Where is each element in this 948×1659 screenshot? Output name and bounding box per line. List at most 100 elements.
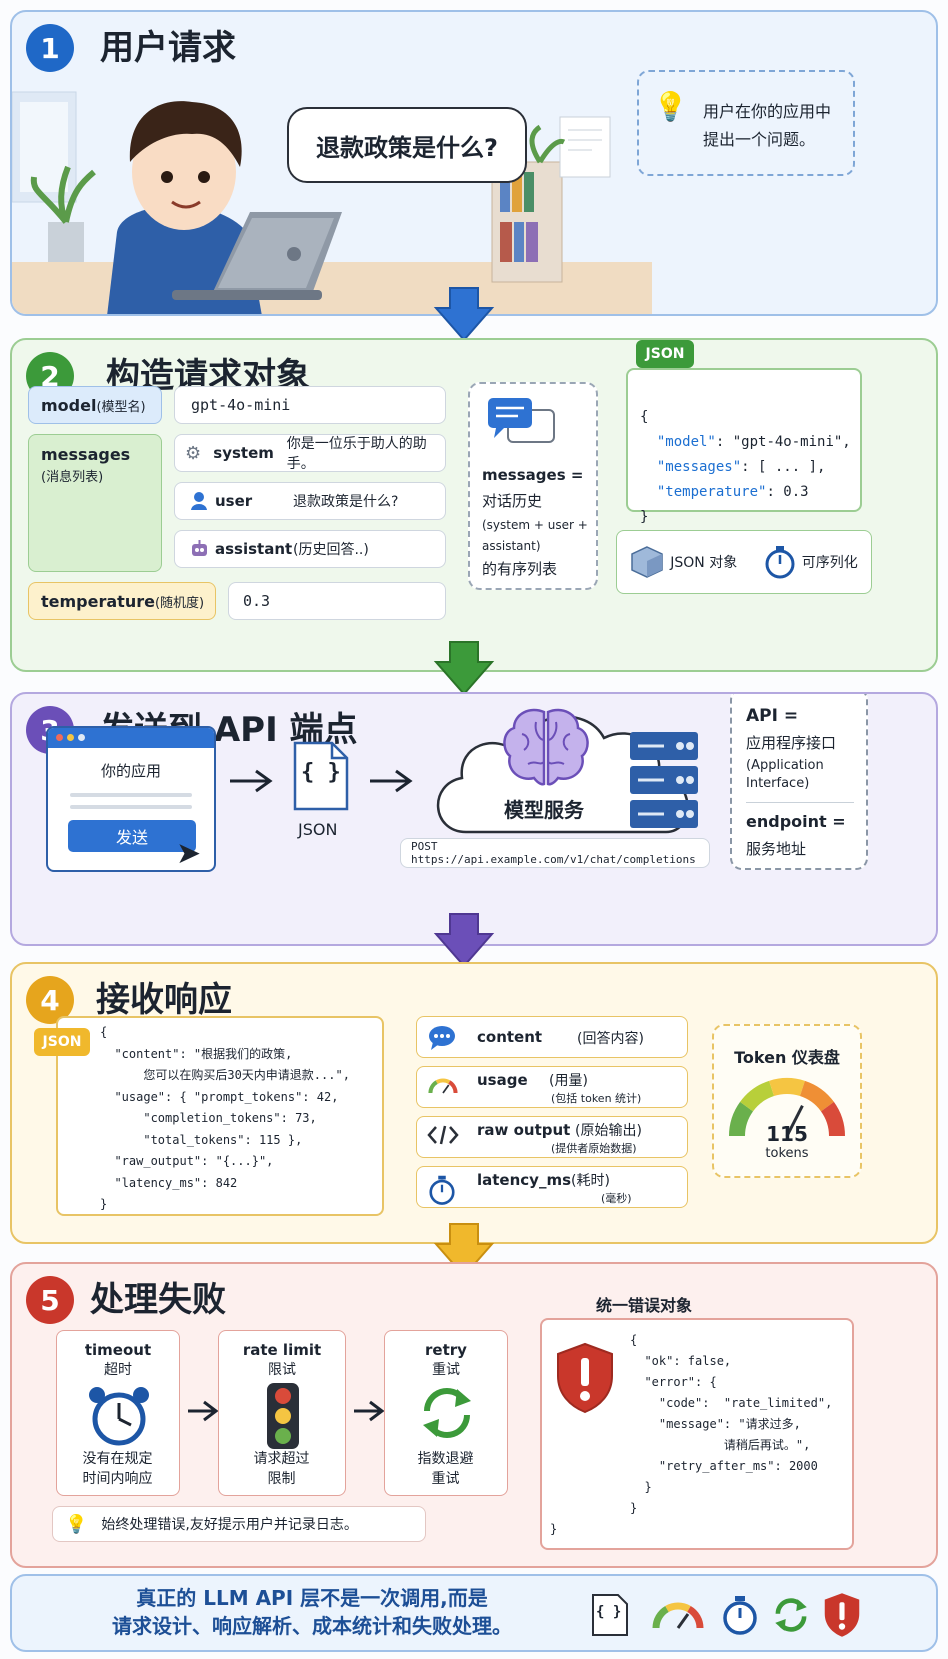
model-value: gpt-4o-mini (174, 386, 446, 424)
right-arrow-icon (354, 1400, 385, 1422)
code-line: "message": "请求过多, (630, 1417, 801, 1431)
lightbulb-icon: 💡 (653, 90, 688, 123)
down-arrow-icon (433, 287, 495, 342)
model-label: model(模型名) (28, 386, 162, 424)
card-retry: retry 重试 指数退避重试 (384, 1330, 508, 1496)
speech-bubble: 退款政策是什么? (287, 107, 527, 183)
json-file-icon (293, 741, 349, 811)
field-latency: latency_ms(耗时)(毫秒) (416, 1166, 688, 1208)
step-number: 4 (26, 976, 74, 1024)
code-line: { (100, 1025, 108, 1039)
error-object-code: { "ok": false, "error": { "code": "rate_… (540, 1318, 854, 1550)
section-send-api: 3 发送到 API 端点 你的应用 发送 ➤ { } JSON 模型服务 POS… (10, 692, 938, 946)
code-line: } (630, 1501, 638, 1515)
field-raw-output: raw output(原始输出) (提供者原始数据) (416, 1116, 688, 1158)
dashboard-unit: tokens (765, 1146, 809, 1161)
field-desc: (耗时) (571, 1173, 610, 1189)
gauge-segment (729, 1101, 754, 1137)
json-request-code: { "model": "gpt-4o-mini", "messages": [ … (626, 368, 862, 525)
tip-bar: 💡 始终处理错误,友好提示用户并记录日志。 (52, 1506, 426, 1542)
summary-text: 真正的 LLM API 层不是一次调用,而是请求设计、响应解析、成本统计和失败处… (112, 1586, 512, 1638)
messages-note: messages = 对话历史 (system + user + assista… (468, 382, 598, 590)
code-line: "raw_output": "{...}", (100, 1154, 274, 1168)
card-timeout: timeout 超时 没有在规定时间内响应 (56, 1330, 180, 1496)
code-line: } (630, 1480, 652, 1494)
code-line: { (630, 1333, 638, 1347)
card-rate-limit: rate limit 限试 请求超过限制 (218, 1330, 346, 1496)
gauge-icon (652, 1602, 704, 1629)
code-line: "ok": false, (630, 1354, 732, 1368)
summary-footer: 真正的 LLM API 层不是一次调用,而是请求设计、响应解析、成本统计和失败处… (10, 1574, 938, 1652)
stopwatch-icon (427, 1174, 457, 1210)
code-line: "latency_ms": 842 (100, 1175, 238, 1190)
send-button[interactable]: 发送 (68, 820, 196, 852)
gauge-icon (427, 1074, 459, 1100)
api-note: API = 应用程序接口 (Application Interface) end… (730, 694, 868, 870)
right-arrow-icon (230, 769, 273, 793)
retry-icon (775, 1598, 807, 1632)
code-line: "code": "rate_limited", (630, 1396, 833, 1410)
code-line: "usage": { "prompt_tokens": 42, (100, 1089, 339, 1104)
code-line: } (100, 1197, 108, 1211)
json-label: JSON (298, 820, 338, 839)
shield-alert-icon (824, 1593, 860, 1637)
lightbulb-icon: 💡 (65, 1513, 88, 1535)
down-arrow-icon (433, 913, 495, 968)
field-name: raw output (477, 1121, 571, 1139)
section-title: 用户请求 (100, 28, 236, 68)
section-build-request: 2 构造请求对象 model(模型名) gpt-4o-mini messages… (10, 338, 938, 672)
traffic-light-icon (267, 1383, 299, 1449)
code-line: 请稍后再试。", (630, 1438, 811, 1452)
temperature-label: temperature(随机度) (28, 582, 216, 620)
json-tag: JSON (636, 340, 694, 368)
step-number: 1 (26, 24, 74, 72)
cursor-icon: ➤ (176, 836, 202, 871)
section-handle-failure: 5 处理失败 timeout 超时 没有在规定时间内响应 rate limit … (10, 1262, 938, 1568)
field-desc: (用量) (549, 1073, 588, 1089)
field-desc: (原始输出) (575, 1123, 642, 1139)
error-object-title: 统一错误对象 (596, 1296, 693, 1315)
down-arrow-icon (433, 641, 495, 696)
field-sub: (提供者原始数据) (551, 1142, 637, 1155)
tip-text: 用户在你的应用中提出一个问题。 (703, 102, 832, 149)
gear-icon: ⚙ (185, 442, 202, 464)
token-dashboard: Token 仪表盘 115 tokens (712, 1024, 862, 1178)
section-receive-response: 4 接收响应 JSON { "content": "根据我们的政策, 您可以在购… (10, 962, 938, 1244)
dashboard-value: 115 (766, 1122, 808, 1146)
field-sub: (包括 token 统计) (551, 1092, 642, 1105)
service-label: 模型服务 (504, 798, 584, 822)
cube-icon (631, 546, 663, 578)
brain-icon (503, 708, 589, 786)
code-line: "completion_tokens": 73, (100, 1111, 317, 1125)
user-icon (191, 492, 207, 510)
field-name: usage (477, 1071, 528, 1089)
json-brace: { } (301, 760, 341, 785)
json-tag: JSON (34, 1028, 90, 1056)
message-system: ⚙ system 你是一位乐于助人的助手。 (174, 434, 446, 472)
field-desc: (回答内容) (577, 1031, 644, 1047)
gauge-segment (820, 1101, 845, 1137)
field-usage: usage (用量) (包括 token 统计) (416, 1066, 688, 1108)
code-line: "retry_after_ms": 2000 (630, 1459, 818, 1473)
dashboard-title: Token 仪表盘 (734, 1048, 840, 1067)
code-line: "total_tokens": 115 }, (100, 1132, 303, 1147)
alarm-clock-icon (89, 1387, 149, 1446)
json-badges: JSON 对象 可序列化 (616, 530, 872, 594)
right-arrow-icon (188, 1400, 219, 1422)
messages-label: messages (消息列表) (28, 434, 162, 572)
code-line: "content": "根据我们的政策, (100, 1046, 293, 1061)
gauge-needle (785, 1105, 804, 1137)
shield-alert-icon (557, 1342, 613, 1414)
json-file-icon (592, 1594, 628, 1636)
field-content: content(回答内容) (416, 1016, 688, 1058)
code-icon (427, 1124, 459, 1150)
server-stack-icon (630, 732, 698, 828)
section-title: 接收响应 (96, 980, 232, 1020)
endpoint-url: POST https://api.example.com/v1/chat/com… (400, 838, 710, 868)
down-arrow-icon (433, 1223, 495, 1278)
code-line: 您可以在购买后30天内申请退款...", (100, 1068, 350, 1082)
gauge-segment (740, 1080, 775, 1112)
field-sub: (毫秒) (601, 1192, 632, 1205)
code-line: "error": { (630, 1375, 717, 1389)
app-label: 你的应用 (100, 762, 161, 780)
